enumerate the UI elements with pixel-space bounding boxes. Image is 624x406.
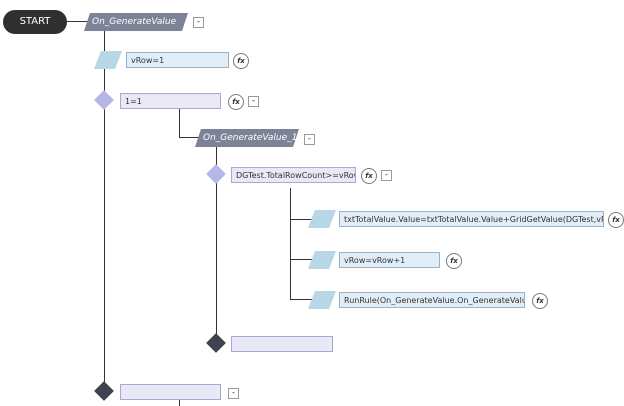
action-shape-icon — [308, 210, 336, 228]
wire-branch-h — [179, 137, 201, 138]
fx-icon[interactable]: fx — [228, 94, 244, 110]
action-field-increment[interactable]: vRow=vRow+1 — [339, 252, 440, 268]
start-node[interactable]: START — [3, 10, 67, 34]
action-field-runrule[interactable]: RunRule(On_GenerateValue.On_GenerateValu… — [339, 292, 525, 308]
action-field-total[interactable]: txtTotalValue.Value=txtTotalValue.Value+… — [339, 211, 604, 227]
fx-icon[interactable]: fx — [608, 212, 624, 228]
rule-tab-label: On_GenerateValue — [92, 17, 177, 27]
rule-tab-on-generate-value-1[interactable]: On_GenerateValue_1 — [195, 129, 299, 147]
condition-diamond-icon[interactable] — [94, 90, 114, 110]
condition-field-rowcount[interactable]: DGTest.TotalRowCount>=vRow — [231, 167, 356, 183]
collapse-subrule-button[interactable]: - — [304, 134, 315, 145]
rule-tab-label: On_GenerateValue_1 — [203, 133, 298, 143]
end-condition-field[interactable] — [231, 336, 333, 352]
wire-true-branch — [290, 188, 291, 299]
rule-tab-on-generate-value[interactable]: On_GenerateValue — [84, 13, 188, 31]
action-shape-icon — [94, 51, 122, 69]
wire-sub-trunk — [216, 147, 217, 345]
collapse-condition-button[interactable]: - — [381, 170, 392, 181]
fx-icon[interactable]: fx — [446, 253, 462, 269]
condition-field-1eq1[interactable]: 1=1 — [120, 93, 221, 109]
end-condition-field[interactable] — [120, 384, 221, 400]
action-shape-icon — [308, 291, 336, 309]
end-condition-diamond-icon[interactable] — [94, 381, 114, 401]
collapse-end-button[interactable]: - — [228, 388, 239, 399]
wire-branch-to-sub — [179, 109, 180, 137]
condition-diamond-icon[interactable] — [206, 164, 226, 184]
collapse-rule-button[interactable]: - — [193, 17, 204, 28]
wire-bottom-tail — [179, 399, 180, 406]
collapse-condition-button[interactable]: - — [248, 96, 259, 107]
fx-icon[interactable]: fx — [361, 168, 377, 184]
end-condition-diamond-icon[interactable] — [206, 333, 226, 353]
action-field-vrow[interactable]: vRow=1 — [126, 52, 229, 68]
wire-start-to-rule — [66, 21, 88, 22]
wire-main-trunk — [104, 31, 105, 393]
wire-branch-total — [290, 219, 314, 220]
fx-icon[interactable]: fx — [532, 293, 548, 309]
wire-branch-runrule — [290, 299, 314, 300]
wire-branch-increment — [290, 259, 314, 260]
action-shape-icon — [308, 251, 336, 269]
fx-icon[interactable]: fx — [233, 53, 249, 69]
